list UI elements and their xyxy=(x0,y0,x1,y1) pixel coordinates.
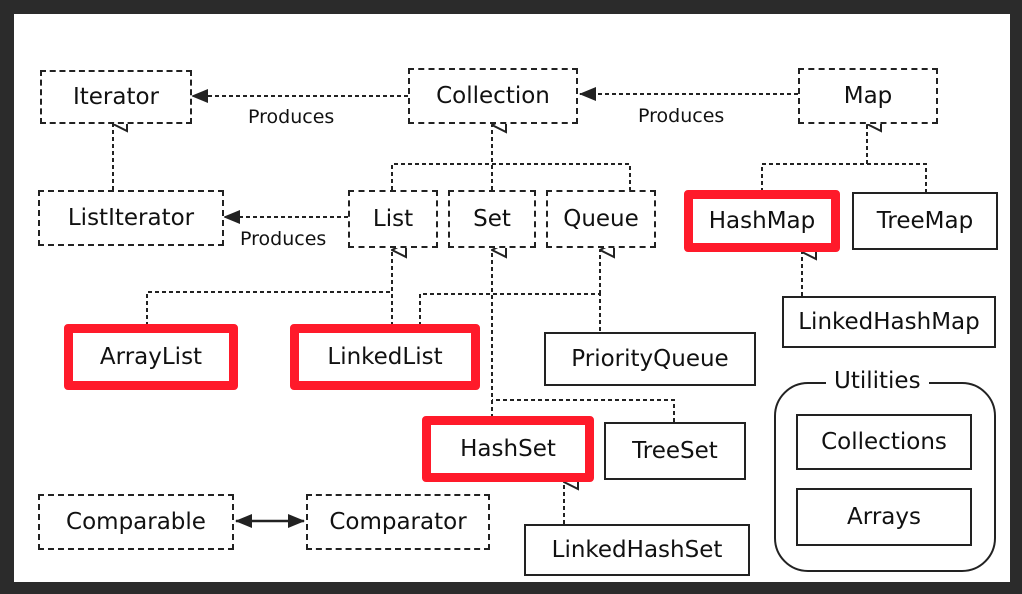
utilities-title: Utilities xyxy=(826,368,929,394)
map-node: Map xyxy=(798,68,938,124)
arraylist-node: ArrayList xyxy=(64,324,238,390)
linkedlist-node: LinkedList xyxy=(290,324,480,390)
connector-lines xyxy=(112,87,927,528)
set-node: Set xyxy=(448,190,536,248)
hashset-node: HashSet xyxy=(422,416,594,482)
treeset-node: TreeSet xyxy=(604,422,746,480)
maps-implement-map-edge xyxy=(761,163,927,192)
listiterator-node: ListIterator xyxy=(38,190,224,246)
map-produces-label: Produces xyxy=(638,105,725,127)
collection-produces-label: Produces xyxy=(248,106,335,128)
collection-node: Collection xyxy=(408,68,578,124)
diagram-canvas: Iterator Collection Map Produces Produce… xyxy=(14,14,1010,582)
arrays-node: Arrays xyxy=(796,488,972,546)
linkedhashmap-node: LinkedHashMap xyxy=(782,296,996,348)
lists-implement-list-edge xyxy=(146,291,392,326)
queues-implement-queue-edge xyxy=(419,293,601,332)
treeset-implements-set-edge xyxy=(492,399,675,422)
list-set-queue-extend-collection-edge xyxy=(391,163,631,190)
linkedhashset-node: LinkedHashSet xyxy=(524,524,750,576)
priorityqueue-node: PriorityQueue xyxy=(544,332,756,386)
treemap-node: TreeMap xyxy=(852,192,998,250)
list-node: List xyxy=(348,190,438,248)
iterator-node: Iterator xyxy=(40,70,192,124)
comparable-node: Comparable xyxy=(38,494,234,550)
hashmap-node: HashMap xyxy=(684,190,840,252)
list-produces-label: Produces xyxy=(240,228,327,250)
collections-node: Collections xyxy=(796,414,972,470)
comparator-node: Comparator xyxy=(306,494,490,550)
queue-node: Queue xyxy=(546,190,656,248)
